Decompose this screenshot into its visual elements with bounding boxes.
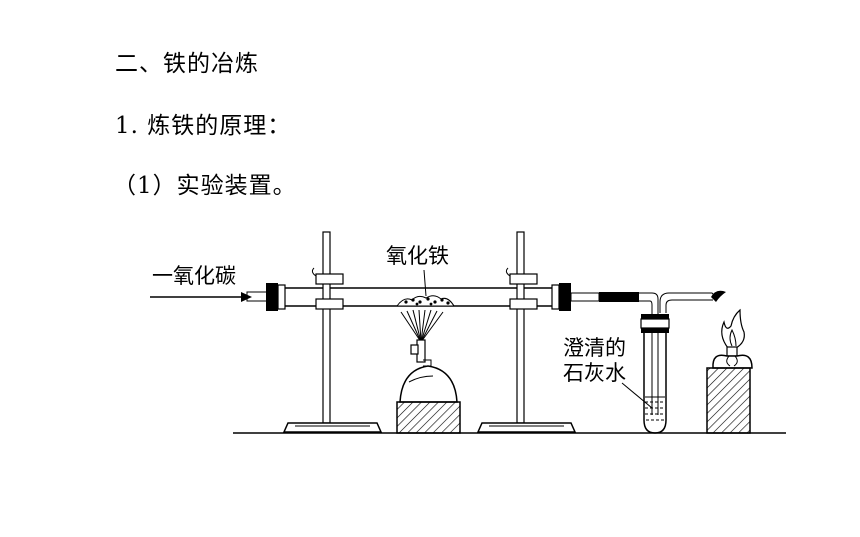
iron-oxide-powder xyxy=(396,295,455,307)
tube-content-label: 氧化铁 xyxy=(386,244,449,268)
gas-inlet-arrow xyxy=(150,292,252,302)
alcohol-lamp xyxy=(706,346,753,434)
alcohol-lamp-flame xyxy=(721,308,745,349)
limewater xyxy=(645,396,665,421)
item-title: （1）实验装置。 xyxy=(113,173,297,199)
subsection-title: 1. 炼铁的原理： xyxy=(115,113,292,139)
left-stopper xyxy=(266,283,286,311)
left-iron-stand xyxy=(282,231,383,433)
blast-lamp xyxy=(396,339,461,434)
blast-lamp-flame xyxy=(400,309,444,343)
gas-tip-flame xyxy=(711,290,726,302)
limewater-pointer xyxy=(621,382,653,409)
testtube-label-line2: 石灰水 xyxy=(563,361,626,385)
right-stopper xyxy=(551,283,571,311)
testtube-label-line1: 澄清的 xyxy=(563,336,626,360)
label-pointer xyxy=(423,269,427,297)
outlet-tubing xyxy=(570,292,718,330)
inlet-label: 一氧化碳 xyxy=(152,264,236,288)
section-title: 二、铁的冶炼 xyxy=(115,51,259,77)
test-tube xyxy=(640,314,670,434)
right-iron-stand xyxy=(476,231,577,433)
